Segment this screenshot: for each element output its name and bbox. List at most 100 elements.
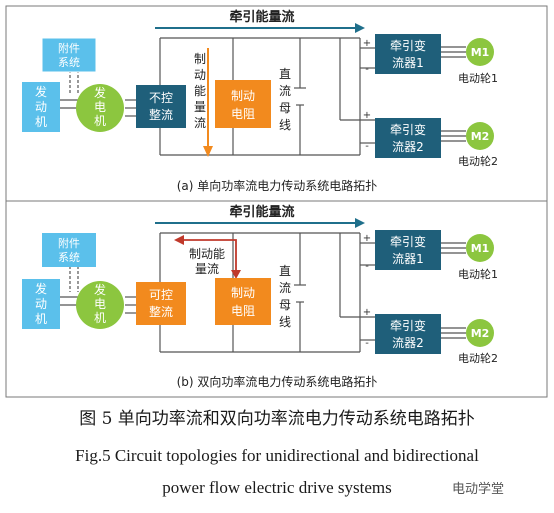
generator-label-a-3: 机 [94,114,106,128]
figure-caption-en-line2: power flow electric drive systems [162,478,392,497]
svg-text:线: 线 [279,315,291,329]
motor1-label-b: M1 [471,242,490,255]
caption-b: (b) 双向功率流电力传动系统电路拓扑 [177,374,378,389]
watermark: 电动学堂 [452,482,505,497]
inverter1-label-a-1: 牵引变 [390,38,426,53]
motor2-label-b: M2 [471,327,490,340]
braking-arrowhead-b-left [174,235,184,245]
braking-flow-label-b-1: 制动能 [189,247,225,261]
wheel2-label-b: 电动轮2 [458,351,498,365]
wires-a [60,37,466,156]
traction-flow-label-a: 牵引能量流 [229,9,294,25]
svg-text:线: 线 [279,118,291,132]
inverter1-label-a-2: 流器1 [392,56,424,70]
svg-text:直: 直 [279,67,291,81]
brake-resistor-label-b-1: 制动 [231,286,255,300]
motor1-circle-a [466,38,494,66]
inverter2-label-b-2: 流器2 [392,336,424,350]
dc-bus-label-a: 直 流 母 线 [279,67,291,132]
svg-text:母: 母 [279,101,291,115]
svg-text:量: 量 [194,100,206,114]
inverter1-label-b-1: 牵引变 [390,234,426,249]
diagram-b: 牵引能量流 [5,200,548,398]
aux-system-label-b-1: 附件 [58,236,80,250]
aux-system-box-a [41,37,97,73]
braking-flow-label-a: 制 动 能 量 流 [194,52,206,130]
wheel2-label-a: 电动轮2 [458,154,498,168]
rectifier-box-a [136,85,186,128]
wires-b [60,232,466,353]
brake-resistor-label-a-1: 制动 [231,89,255,103]
braking-arrowhead-a [203,146,213,157]
plus-a-1: + [363,38,371,49]
svg-text:流: 流 [194,116,206,130]
braking-arrow-b [182,239,237,272]
generator-label-b-3: 机 [94,311,106,325]
minus-b-2: - [365,338,369,349]
engine-label-a-1: 发 [35,84,47,99]
motor2-circle-b [466,319,494,347]
caption-a: (a) 单向功率流电力传动系统电路拓扑 [177,178,378,193]
brake-resistor-label-b-2: 电阻 [231,304,255,318]
wheel1-label-b: 电动轮1 [458,267,498,281]
inverter2-box-b [375,314,441,354]
svg-text:能: 能 [194,84,206,98]
engine-label-b-3: 机 [35,312,47,326]
inverter1-box-b [375,230,441,270]
motor1-label-a: M1 [471,46,490,59]
motor2-label-a: M2 [471,130,490,143]
engine-box-b [22,279,60,329]
traction-flow-label-b: 牵引能量流 [229,204,294,220]
diagram-a: 牵引能量流 [5,5,548,203]
brake-resistor-box-a [215,80,271,128]
motor1-circle-b [466,234,494,262]
svg-text:直: 直 [279,264,291,278]
generator-circle-b [76,281,124,329]
braking-arrowhead-b-down [231,270,241,279]
inverter2-label-a-2: 流器2 [392,140,424,154]
aux-system-label-a-2: 系统 [58,56,80,69]
generator-circle-a [76,84,124,132]
plus-b-2: + [363,307,371,318]
svg-text:制: 制 [194,52,206,66]
motor2-circle-a [466,122,494,150]
svg-text:动: 动 [194,68,206,82]
svg-text:流: 流 [279,281,291,295]
rectifier-label-a-1: 不控 [149,91,173,105]
aux-system-box-b [42,233,96,267]
rectifier-label-a-2: 整流 [149,107,173,122]
engine-label-a-2: 动 [35,100,47,114]
figure-caption-cn: 图 5 单向功率流和双向功率流电力传动系统电路拓扑 [79,409,475,429]
inverter2-label-b-1: 牵引变 [390,318,426,333]
rectifier-box-b [136,282,186,325]
minus-a-2: - [365,141,369,152]
brake-resistor-label-a-2: 电阻 [231,107,255,121]
braking-flow-label-b-2: 量流 [195,262,219,276]
engine-label-b-1: 发 [35,281,47,296]
generator-label-b-2: 电 [94,297,106,311]
inverter2-box-a [375,118,441,158]
plus-a-2: + [363,110,371,121]
generator-label-a-2: 电 [94,100,106,114]
traction-arrowhead-a [355,23,365,33]
engine-label-b-2: 动 [35,297,47,311]
dc-bus-label-b: 直 流 母 线 [279,264,291,329]
rectifier-label-b-1: 可控 [149,288,173,302]
aux-system-label-a-1: 附件 [58,41,80,55]
generator-label-b-1: 发 [94,282,106,297]
minus-b-1: - [365,261,369,272]
rectifier-label-b-2: 整流 [149,304,173,319]
svg-text:母: 母 [279,298,291,312]
wheel1-label-a: 电动轮1 [458,71,498,85]
engine-box-a [22,82,60,132]
traction-arrowhead-b [355,218,365,228]
generator-label-a-1: 发 [94,85,106,100]
figure-caption-en-line1: Fig.5 Circuit topologies for unidirectio… [75,446,479,465]
inverter2-label-a-1: 牵引变 [390,122,426,137]
aux-system-label-b-2: 系统 [58,251,80,264]
plus-b-1: + [363,233,371,244]
brake-resistor-box-b [215,278,271,325]
inverter1-label-b-2: 流器1 [392,252,424,266]
engine-label-a-3: 机 [35,115,47,129]
